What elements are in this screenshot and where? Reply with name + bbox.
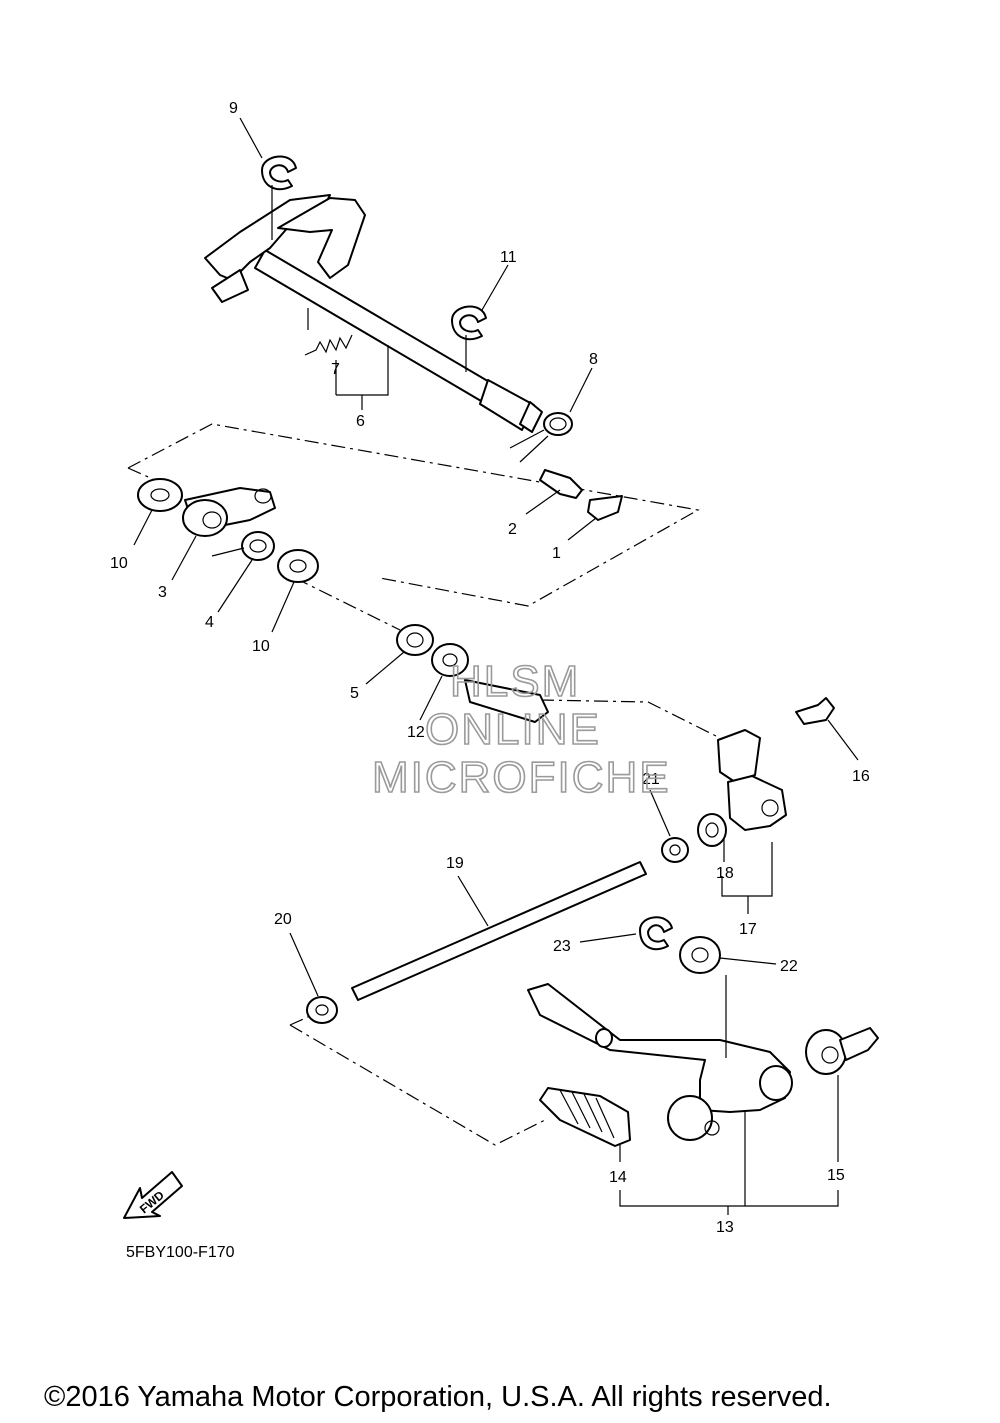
shaft-center-line [294, 577, 721, 739]
bolt [795, 697, 835, 725]
copyright-notice: ©2016 Yamaha Motor Corporation, U.S.A. A… [44, 1381, 832, 1413]
callout-20: 20 [274, 911, 292, 928]
pin [464, 679, 549, 723]
shift-rod [351, 861, 647, 1001]
washer [277, 549, 319, 583]
nut [661, 837, 689, 863]
watermark-line-3: MICROFICHE [372, 753, 671, 802]
callout-8: 8 [589, 351, 598, 368]
callout-7: 7 [331, 361, 340, 378]
bolt [539, 469, 583, 499]
circlip [451, 305, 487, 341]
shift-shaft [204, 194, 543, 433]
callout-10: 10 [252, 638, 270, 655]
callout-12: 11 [500, 249, 517, 266]
callout-21: 21 [642, 771, 660, 788]
callout-4: 4 [205, 614, 214, 631]
assembly-outline-upper-left [127, 467, 156, 481]
callout-6: 6 [356, 413, 365, 430]
callout-19: 19 [446, 855, 464, 872]
callout-17: 17 [739, 921, 757, 938]
watermark-line-2: ONLINE [425, 705, 601, 754]
shift-pedal [527, 983, 793, 1141]
nut [306, 996, 338, 1024]
washer [137, 478, 183, 512]
plate [587, 495, 623, 521]
assembly-outline-lower [289, 1007, 546, 1146]
callout-1: 1 [552, 545, 561, 562]
callout-18: 18 [716, 865, 734, 882]
leader-lines [133, 117, 859, 1215]
callout-9: 9 [229, 100, 238, 117]
callout-11: 12 [407, 724, 425, 741]
fwd-arrow-icon: FWD [123, 1171, 183, 1219]
callout-23: 23 [553, 938, 571, 955]
circlip [261, 155, 297, 191]
washer [679, 936, 721, 974]
callout-5: 5 [350, 685, 359, 702]
washer [431, 643, 469, 677]
torsion-spring [509, 412, 573, 463]
torsion-spring [211, 531, 275, 561]
callout-15: 15 [827, 1167, 845, 1184]
spring [304, 334, 353, 356]
callout-14: 14 [609, 1169, 627, 1186]
callout-22: 22 [780, 958, 798, 975]
pedal-rubber [539, 1087, 631, 1147]
joint [805, 1027, 879, 1075]
callout-16: 16 [852, 768, 870, 785]
callout-13: 13 [716, 1219, 734, 1236]
diagram-code: 5FBY100-F170 [126, 1244, 235, 1261]
callout-10: 10 [110, 555, 128, 572]
callout-2: 2 [508, 521, 517, 538]
collar [396, 624, 434, 656]
callout-3: 3 [158, 584, 167, 601]
shift-arm [697, 729, 787, 847]
watermark-line-1: HLSM [450, 657, 580, 706]
stopper-lever [182, 487, 276, 537]
circlip [639, 916, 673, 951]
assembly-outline-upper [127, 423, 700, 607]
